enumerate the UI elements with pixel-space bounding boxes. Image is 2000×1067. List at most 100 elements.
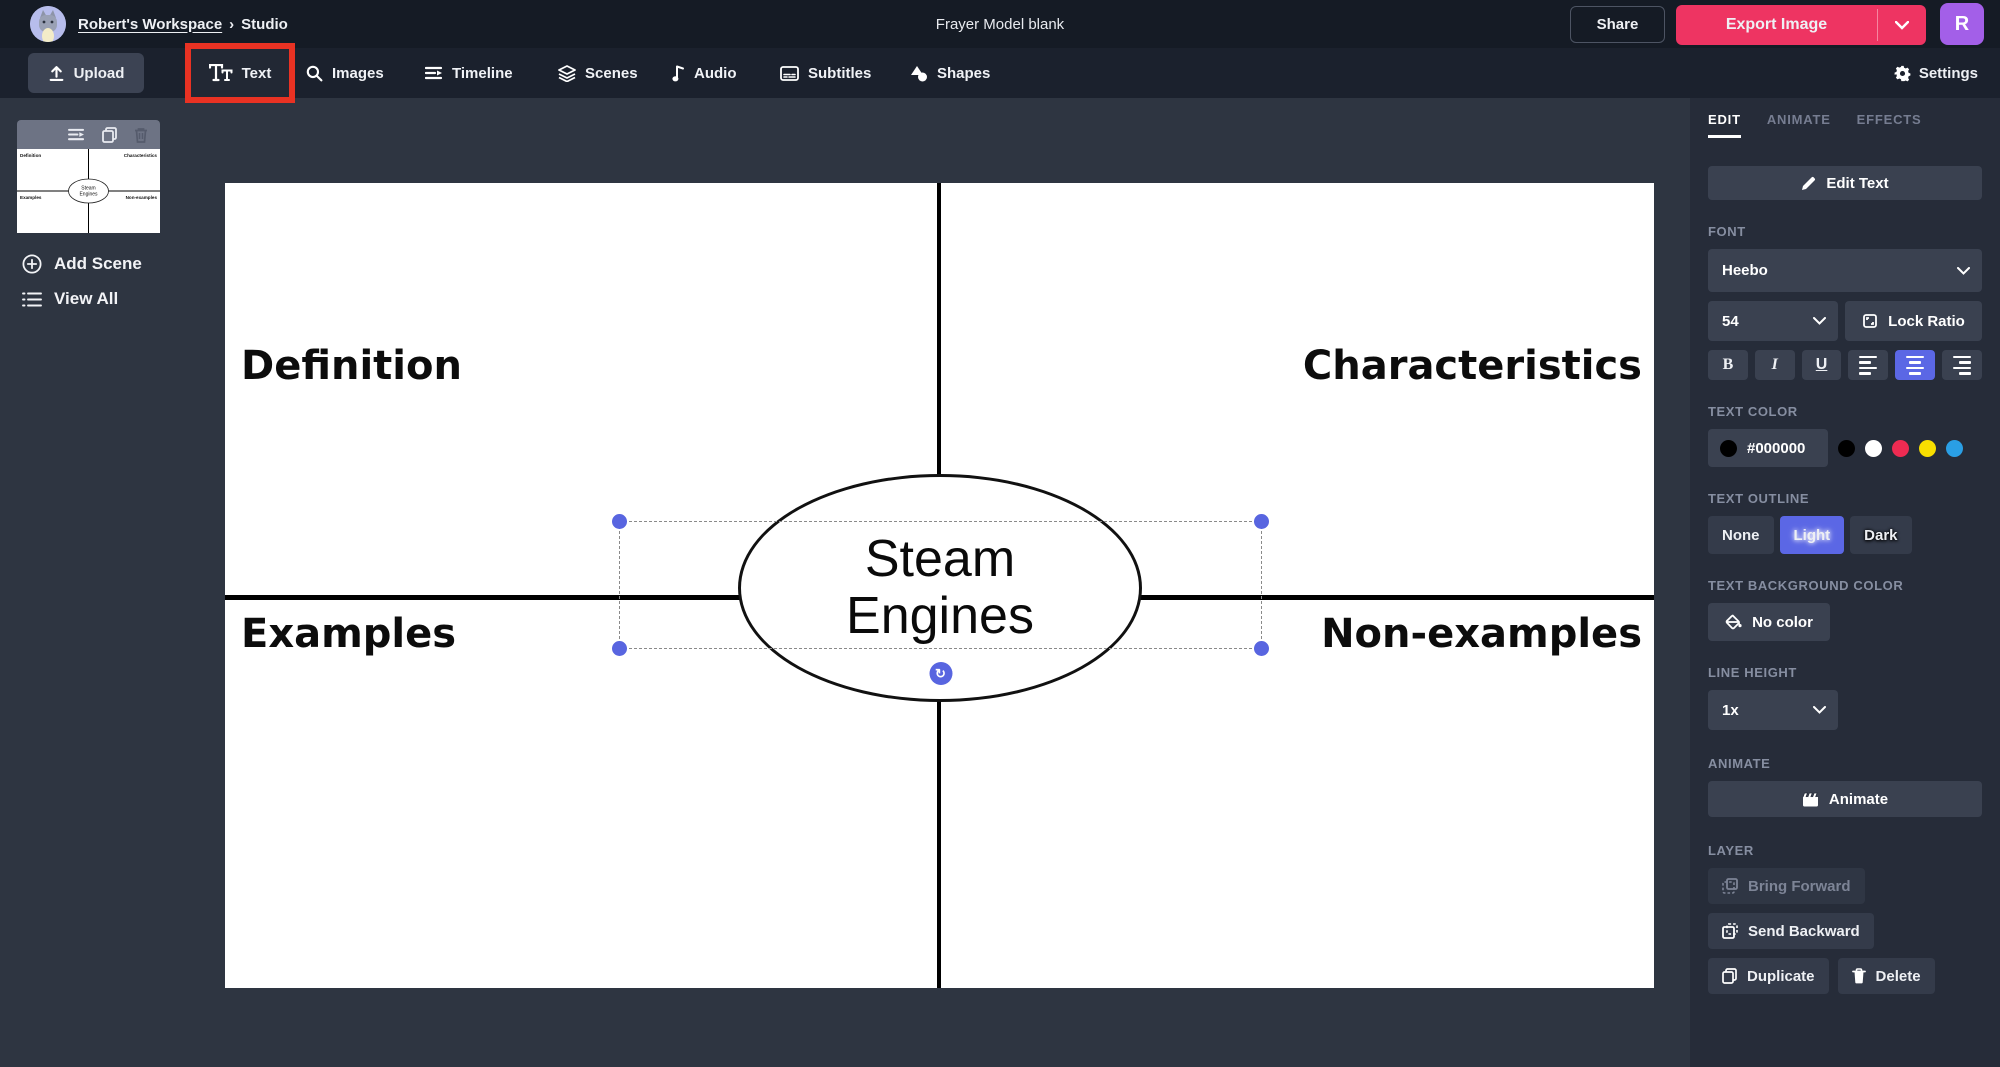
- upload-button[interactable]: Upload: [28, 53, 144, 93]
- panel-tabs: EDIT ANIMATE EFFECTS: [1708, 112, 1982, 138]
- align-center-button[interactable]: [1895, 350, 1936, 380]
- center-text-line1[interactable]: Steam: [864, 530, 1016, 588]
- bring-forward-label: Bring Forward: [1748, 877, 1851, 895]
- animate-section-label: ANIMATE: [1708, 756, 1771, 771]
- toolbar-item-scenes[interactable]: Scenes: [558, 48, 638, 98]
- clapperboard-icon: [1802, 792, 1818, 806]
- bring-forward-button[interactable]: Bring Forward: [1708, 868, 1865, 904]
- circle-plus-icon: [22, 254, 42, 274]
- swatch-blue[interactable]: [1946, 439, 1963, 457]
- delete-button[interactable]: Delete: [1837, 958, 1935, 994]
- toolbar: Upload Images Timeline Scenes Audio: [0, 48, 2000, 98]
- text-label: Text: [241, 64, 272, 82]
- audio-label: Audio: [694, 64, 737, 82]
- thumb-label-examples: Examples: [20, 195, 42, 200]
- swatch-white[interactable]: [1865, 439, 1882, 457]
- align-left-icon: [1859, 355, 1878, 375]
- rotate-icon: ↻: [935, 665, 946, 681]
- outline-light-button[interactable]: Light: [1779, 516, 1845, 554]
- rotate-handle[interactable]: ↻: [929, 662, 952, 685]
- swatch-red[interactable]: [1892, 439, 1909, 457]
- tab-edit[interactable]: EDIT: [1708, 112, 1741, 138]
- export-image-label[interactable]: Export Image: [1725, 16, 1828, 33]
- export-divider: [1877, 9, 1878, 41]
- edit-text-button[interactable]: Edit Text: [1708, 166, 1982, 200]
- pencil-icon: [1802, 176, 1816, 190]
- add-scene-button[interactable]: Add Scene: [22, 254, 142, 274]
- timeline-icon[interactable]: [68, 128, 85, 142]
- lock-ratio-icon: [1863, 314, 1878, 328]
- bring-forward-icon: [1722, 878, 1738, 894]
- breadcrumb-workspace-link[interactable]: Robert's Workspace: [78, 15, 223, 33]
- toolbar-item-subtitles[interactable]: Subtitles: [780, 48, 871, 98]
- align-left-button[interactable]: [1848, 350, 1889, 380]
- text-bg-section-label: TEXT BACKGROUND COLOR: [1708, 578, 1904, 593]
- thumb-label-characteristics: Characteristics: [124, 153, 158, 158]
- selection-handle-bottom-right[interactable]: [1254, 641, 1269, 656]
- toolbar-item-text[interactable]: Text: [208, 64, 272, 82]
- scene-thumbnail-toolbar: [17, 120, 160, 149]
- italic-button[interactable]: I: [1754, 350, 1795, 380]
- text-outline-section-label: TEXT OUTLINE: [1708, 491, 1810, 506]
- export-options-caret[interactable]: [1878, 5, 1926, 45]
- settings-button[interactable]: Settings: [1894, 48, 1978, 98]
- subtitles-icon: [780, 65, 799, 81]
- center-text-line2[interactable]: Engines: [846, 587, 1034, 645]
- duplicate-button[interactable]: Duplicate: [1708, 958, 1829, 994]
- toolbar-item-images[interactable]: Images: [306, 48, 384, 98]
- text-color-section-label: TEXT COLOR: [1708, 404, 1798, 419]
- text-bg-no-color-button[interactable]: No color: [1708, 603, 1830, 641]
- subtitles-label: Subtitles: [808, 64, 872, 82]
- toolbar-item-timeline[interactable]: Timeline: [425, 48, 513, 98]
- lock-ratio-label: Lock Ratio: [1888, 312, 1965, 330]
- swatch-black[interactable]: [1838, 439, 1855, 457]
- delete-scene-icon[interactable]: [134, 127, 148, 143]
- selection-handle-top-right[interactable]: [1254, 514, 1269, 529]
- font-family-select[interactable]: Heebo: [1708, 249, 1982, 292]
- chevron-down-icon: [1813, 317, 1826, 325]
- align-right-button[interactable]: [1942, 350, 1982, 380]
- outline-none-button[interactable]: None: [1708, 516, 1774, 554]
- selection-handle-bottom-left[interactable]: [612, 641, 627, 656]
- view-all-button[interactable]: View All: [22, 289, 118, 309]
- quadrant-label-characteristics[interactable]: Characteristics: [1302, 343, 1642, 389]
- quadrant-label-non-examples[interactable]: Non-examples: [1321, 611, 1642, 657]
- duplicate-label: Duplicate: [1747, 967, 1815, 985]
- outline-dark-button[interactable]: Dark: [1850, 516, 1912, 554]
- send-backward-button[interactable]: Send Backward: [1708, 913, 1874, 949]
- bold-button[interactable]: B: [1708, 350, 1748, 380]
- duplicate-scene-icon[interactable]: [102, 126, 117, 143]
- export-image-button[interactable]: Export Image: [1676, 5, 1926, 45]
- workspace-avatar[interactable]: [30, 6, 66, 42]
- user-avatar[interactable]: R: [1940, 3, 1984, 45]
- edit-panel: EDIT ANIMATE EFFECTS Edit Text FONT Heeb…: [1690, 98, 2000, 1067]
- line-height-select[interactable]: 1x: [1708, 690, 1838, 730]
- lock-ratio-button[interactable]: Lock Ratio: [1845, 301, 1982, 341]
- timeline-icon: [425, 66, 443, 79]
- share-button[interactable]: Share: [1570, 6, 1665, 43]
- text-selection-box[interactable]: ↻: [612, 514, 1269, 685]
- font-size-select[interactable]: 54: [1708, 301, 1838, 341]
- paint-bucket-icon: [1725, 614, 1742, 630]
- thumb-label-definition: Definition: [20, 153, 41, 158]
- text-color-hex: #000000: [1747, 439, 1806, 457]
- toolbar-item-audio[interactable]: Audio: [672, 48, 737, 98]
- swatch-yellow[interactable]: [1919, 439, 1936, 457]
- underline-button[interactable]: U: [1801, 350, 1842, 380]
- quadrant-label-examples[interactable]: Examples: [241, 611, 457, 657]
- selection-handle-top-left[interactable]: [612, 514, 627, 529]
- tab-effects[interactable]: EFFECTS: [1856, 112, 1922, 127]
- text-color-picker[interactable]: #000000: [1708, 429, 1828, 467]
- toolbar-item-shapes[interactable]: Shapes: [910, 48, 990, 98]
- tab-animate[interactable]: ANIMATE: [1766, 112, 1831, 127]
- add-scene-label: Add Scene: [54, 254, 142, 273]
- delete-label: Delete: [1875, 967, 1921, 985]
- editor-canvas[interactable]: Definition Characteristics Examples Non-…: [225, 183, 1654, 988]
- animate-button[interactable]: Animate: [1708, 781, 1982, 817]
- scene-thumbnail[interactable]: Definition Characteristics Examples Non-…: [17, 149, 160, 233]
- breadcrumb-page: Studio: [241, 15, 288, 33]
- timeline-label: Timeline: [452, 64, 513, 82]
- view-all-label: View All: [54, 289, 119, 308]
- quadrant-label-definition[interactable]: Definition: [241, 343, 462, 389]
- cat-avatar-icon: [30, 6, 66, 42]
